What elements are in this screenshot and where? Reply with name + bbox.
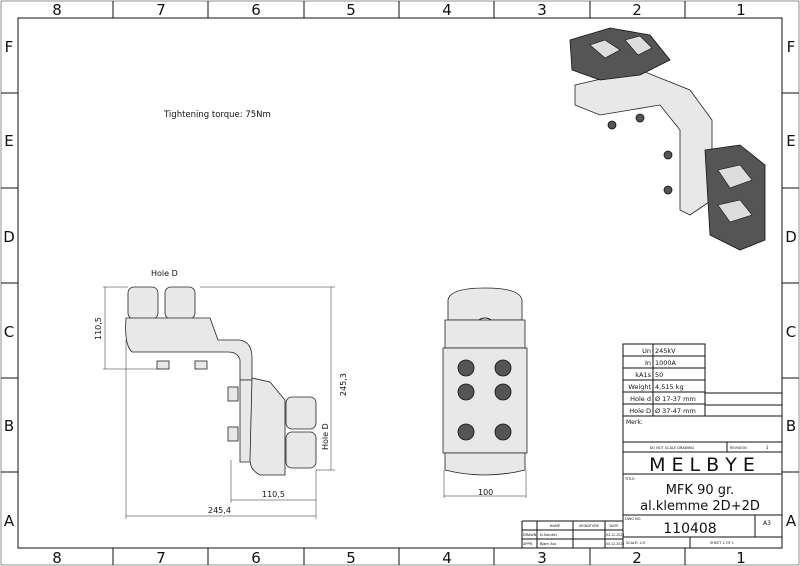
title-line-2: al.klemme 2D+2D bbox=[640, 499, 760, 514]
row-label: E bbox=[786, 132, 795, 150]
sheet-number: SHEET 1 OF 1 bbox=[710, 541, 734, 545]
hole-d-label-top: Hole D bbox=[151, 269, 178, 278]
col-label: 2 bbox=[632, 549, 642, 566]
row-labels-left: F E D C B A bbox=[3, 38, 15, 530]
row-label: A bbox=[786, 512, 797, 530]
approved-role: APPR. bbox=[523, 542, 533, 546]
spec-label: kA1s bbox=[635, 371, 651, 379]
spec-label: Weight bbox=[628, 383, 651, 391]
col-label: 6 bbox=[251, 549, 261, 566]
spec-value: 1000A bbox=[655, 359, 677, 367]
do-not-scale: DO NOT SCALE DRAWING bbox=[650, 446, 695, 450]
sheet-size: A3 bbox=[763, 520, 771, 527]
col-label: 8 bbox=[52, 549, 62, 566]
side-view: Hole D Hole D 110,5 245,3 110,5 245,4 bbox=[94, 269, 348, 519]
approved-date: 04.12.2020 bbox=[606, 542, 624, 546]
spec-table: Un 245kV In 1000A kA1s 50 Weight 4,515 k… bbox=[622, 343, 782, 417]
column-labels-bottom: 8 7 6 5 4 3 2 1 bbox=[52, 549, 746, 566]
header-date: DATE bbox=[609, 524, 618, 528]
column-labels-top: 8 7 6 5 4 3 2 1 bbox=[52, 1, 746, 19]
row-label: D bbox=[3, 228, 15, 246]
row-label: B bbox=[786, 417, 796, 435]
spec-label: Un bbox=[642, 347, 651, 355]
col-label: 3 bbox=[537, 1, 547, 19]
dwg-no: 110408 bbox=[663, 521, 716, 537]
spec-value: 245kV bbox=[655, 347, 676, 355]
col-label: 7 bbox=[156, 1, 166, 19]
col-label: 6 bbox=[251, 1, 261, 19]
col-label: 1 bbox=[736, 549, 746, 566]
dwg-no-label: DWG NO. bbox=[625, 517, 641, 521]
revision-label: REVISION bbox=[730, 446, 747, 450]
col-label: 3 bbox=[537, 549, 547, 566]
spec-value: 4,515 kg bbox=[655, 383, 684, 391]
col-label: 5 bbox=[346, 549, 356, 566]
torque-note: Tightening torque: 75Nm bbox=[163, 110, 271, 120]
drawn-name: N.Sandler bbox=[540, 533, 558, 537]
col-label: 5 bbox=[346, 1, 356, 19]
row-label: D bbox=[785, 228, 797, 246]
dim-245-4: 245,4 bbox=[208, 506, 231, 515]
title-label: TITLE: bbox=[624, 477, 636, 481]
row-label: A bbox=[4, 512, 15, 530]
dim-100: 100 bbox=[478, 488, 493, 497]
col-label: 8 bbox=[52, 1, 62, 19]
row-label: F bbox=[5, 38, 14, 56]
spec-value: 50 bbox=[655, 371, 663, 379]
mark-label: Merk: bbox=[626, 419, 643, 426]
row-label: B bbox=[4, 417, 14, 435]
row-label: F bbox=[787, 38, 796, 56]
isometric-view bbox=[569, 27, 766, 251]
hole-d-label-right: Hole D bbox=[321, 423, 330, 450]
row-label: C bbox=[4, 323, 14, 341]
dim-245-3: 245,3 bbox=[339, 373, 348, 396]
header-signature: SIGNATURE bbox=[579, 524, 599, 528]
company-name: M E L B Y E bbox=[649, 454, 755, 476]
dim-110-5-vertical: 110,5 bbox=[94, 317, 103, 340]
col-label: 4 bbox=[442, 549, 452, 566]
revision-value: 1 bbox=[766, 445, 769, 450]
row-label: C bbox=[786, 323, 796, 341]
spec-value: Ø 17-37 mm bbox=[655, 395, 696, 403]
row-labels-right: F E D C B A bbox=[785, 38, 797, 530]
col-label: 2 bbox=[632, 1, 642, 19]
title-line-1: MFK 90 gr. bbox=[666, 483, 735, 498]
row-label: E bbox=[4, 132, 13, 150]
drawn-date: 04.12.2020 bbox=[606, 533, 624, 537]
title-block: Merk: DO NOT SCALE DRAWING REVISION 1 M … bbox=[521, 415, 782, 548]
header-name: NAME bbox=[550, 524, 560, 528]
approved-name: Bjørn Ass bbox=[540, 542, 556, 546]
scale: SCALE: 2:5 bbox=[626, 541, 645, 545]
col-label: 1 bbox=[736, 1, 746, 19]
col-label: 7 bbox=[156, 549, 166, 566]
spec-value: Ø 37-47 mm bbox=[655, 407, 696, 415]
spec-label: In bbox=[645, 359, 651, 367]
front-view: 100 bbox=[442, 287, 528, 498]
dim-110-5-horizontal: 110,5 bbox=[262, 490, 285, 499]
drawn-role: DRAWN bbox=[523, 533, 537, 537]
spec-label: Hole D bbox=[629, 407, 651, 415]
col-label: 4 bbox=[442, 1, 452, 19]
spec-label: Hole d bbox=[630, 395, 651, 403]
